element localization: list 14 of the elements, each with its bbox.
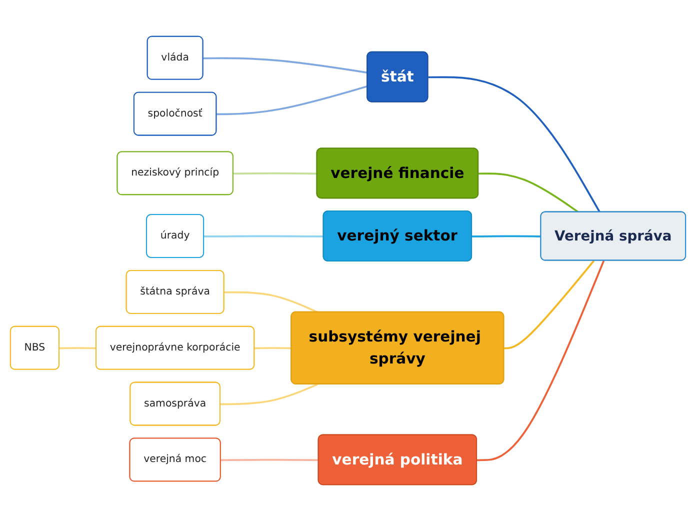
connector (478, 172, 580, 212)
connector (428, 76, 601, 212)
connector (220, 383, 318, 405)
connector (233, 172, 318, 174)
connector (254, 346, 292, 349)
connector (203, 56, 368, 74)
connector (220, 458, 319, 461)
connector (224, 290, 318, 313)
connector (504, 260, 595, 349)
connector (204, 234, 324, 237)
connector (477, 260, 605, 461)
connector (59, 346, 96, 349)
connector (216, 84, 368, 115)
connector (472, 234, 542, 237)
